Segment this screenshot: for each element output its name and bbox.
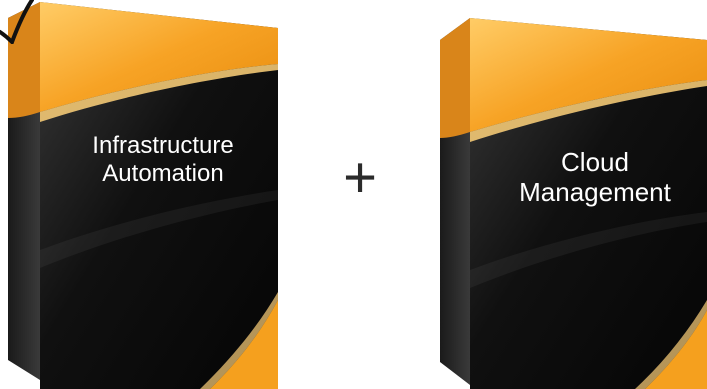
infrastructure-automation-box: Infrastructure Automation bbox=[0, 0, 300, 389]
box-title-left: Infrastructure Automation bbox=[48, 132, 278, 187]
check-mark-icon bbox=[0, 0, 34, 44]
box-title-right: Cloud Management bbox=[490, 147, 700, 208]
box-title-right-line1: Cloud bbox=[561, 147, 629, 177]
box-graphic-left bbox=[8, 2, 278, 389]
plus-operator: + bbox=[343, 145, 377, 210]
box-title-left-line1: Infrastructure bbox=[92, 132, 234, 159]
box-title-right-line2: Management bbox=[519, 176, 671, 207]
box-title-left-line2: Automation bbox=[102, 159, 224, 187]
box-graphic-right bbox=[440, 18, 707, 389]
cloud-management-box: Cloud Management bbox=[430, 0, 707, 389]
